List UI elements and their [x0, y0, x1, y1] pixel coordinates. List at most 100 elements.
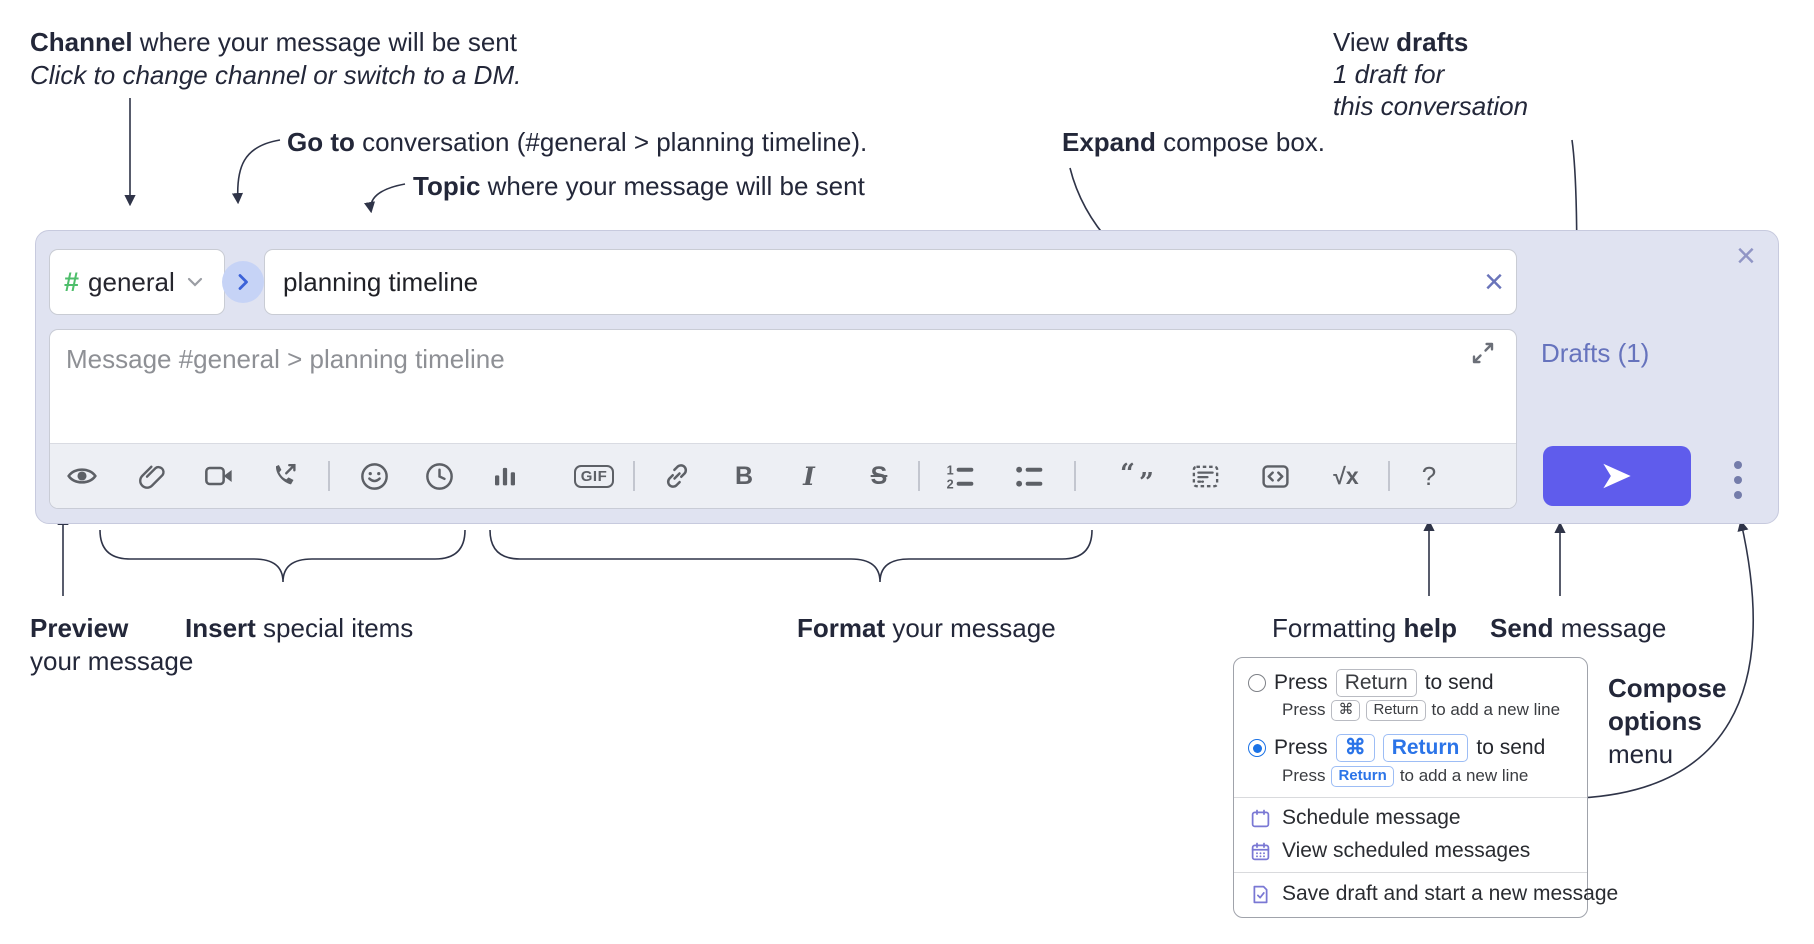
format-brace — [489, 529, 1093, 583]
send-paper-plane-icon — [1603, 463, 1631, 489]
clock-icon — [425, 462, 453, 490]
toolbar-divider — [918, 461, 920, 491]
chevron-right-icon — [238, 274, 248, 290]
channel-name: general — [88, 266, 175, 297]
svg-text:2: 2 — [947, 478, 954, 492]
view-scheduled-messages-item[interactable]: View scheduled messages — [1250, 839, 1530, 863]
bold-button[interactable]: B — [726, 458, 762, 494]
drafts-link[interactable]: Drafts (1) — [1541, 338, 1650, 368]
compose-options-popup: Press Return to send Press ⌘ Return to a… — [1233, 657, 1618, 918]
message-formatting-help-button[interactable]: ? — [1411, 458, 1447, 494]
preview-message-button[interactable] — [64, 458, 100, 494]
message-input[interactable] — [64, 342, 1448, 436]
ellipsis-dot — [1734, 461, 1742, 469]
paperclip-icon — [139, 465, 165, 489]
enter-sends-option-subtext: Press ⌘ Return to add a new line — [1282, 700, 1561, 721]
compose-options-annotation: Compose options menu — [1608, 673, 1727, 769]
radio-selected-icon[interactable] — [1248, 739, 1266, 758]
ellipsis-dot — [1734, 476, 1742, 484]
message-panel: GIF B I S — [49, 329, 1517, 509]
start-audio-call-button[interactable] — [266, 458, 302, 494]
quote-button[interactable]: “ ” — [1119, 458, 1155, 498]
svg-text:1: 1 — [947, 464, 954, 478]
strikethrough-icon: S — [870, 461, 888, 490]
radio-unselected-icon[interactable] — [1248, 674, 1266, 693]
math-button[interactable]: √x — [1326, 458, 1366, 494]
question-mark-icon: ? — [1421, 460, 1437, 491]
italic-button[interactable]: I — [791, 458, 827, 494]
code-button[interactable] — [1257, 458, 1293, 494]
topic-annotation-arrow — [364, 183, 406, 214]
calendar-grid-icon — [1251, 842, 1270, 860]
spoiler-button[interactable] — [1187, 458, 1223, 494]
bulleted-list-icon — [1016, 466, 1043, 487]
return-key: Return — [1331, 766, 1394, 787]
close-compose-icon[interactable]: × — [1736, 237, 1756, 275]
go-to-conversation-button[interactable] — [222, 261, 264, 303]
channel-selector[interactable]: # general — [49, 249, 225, 315]
numbered-list-icon: 1 2 — [947, 464, 974, 492]
send-annotation: Send message — [1490, 613, 1667, 643]
expand-annotation: Expand compose box. — [1062, 127, 1326, 157]
link-button[interactable] — [659, 458, 695, 494]
add-global-time-button[interactable] — [421, 458, 457, 494]
strikethrough-button[interactable]: S — [861, 458, 897, 494]
phone-outgoing-icon — [275, 463, 296, 485]
toolbar-divider — [1074, 461, 1076, 491]
bulleted-list-button[interactable] — [1011, 458, 1047, 494]
spoiler-icon — [1192, 465, 1218, 487]
go-to-annotation: Go to conversation (#general > planning … — [287, 127, 868, 157]
cmd-key: ⌘ — [1335, 734, 1375, 763]
channel-hash-icon: # — [64, 266, 80, 297]
insert-brace — [99, 529, 466, 583]
topic-input[interactable] — [281, 265, 1444, 299]
draft-check-icon — [1253, 885, 1268, 903]
ellipsis-dot — [1734, 491, 1742, 499]
popup-divider — [1234, 872, 1587, 873]
bold-icon: B — [734, 461, 754, 490]
topic-annotation: Topic where your message will be sent — [413, 171, 865, 201]
go-to-annotation-arrow — [231, 139, 281, 205]
chevron-down-icon — [187, 277, 202, 287]
start-video-call-button[interactable] — [201, 458, 237, 494]
smiley-icon — [360, 462, 388, 490]
enter-sends-option[interactable]: Press Return to send — [1248, 669, 1577, 698]
cmd-enter-sends-option-subtext: Press Return to add a new line — [1282, 766, 1529, 787]
cmd-enter-sends-option[interactable]: Press ⌘ Return to send — [1248, 734, 1577, 763]
compose-options-menu-button[interactable] — [1734, 461, 1742, 506]
save-draft-item[interactable]: Save draft and start a new message — [1250, 882, 1618, 906]
video-camera-icon — [205, 466, 232, 486]
cmd-key: ⌘ — [1331, 700, 1361, 721]
schedule-message-item[interactable]: Schedule message — [1250, 806, 1461, 830]
send-button[interactable] — [1543, 446, 1691, 506]
topic-input-wrapper: × — [264, 249, 1517, 315]
return-key: Return — [1382, 734, 1469, 763]
toolbar-divider — [633, 461, 635, 491]
preview-annotation: Preview your message — [30, 613, 194, 676]
channel-annotation: Channel where your message will be sent … — [30, 27, 522, 90]
return-key: Return — [1366, 700, 1426, 721]
clear-topic-icon[interactable]: × — [1484, 263, 1504, 301]
numbered-list-button[interactable]: 1 2 — [942, 458, 978, 494]
eye-icon — [67, 468, 97, 484]
view-drafts-annotation: View drafts 1 draft for this conversatio… — [1333, 27, 1529, 121]
math-icon: √x — [1333, 462, 1359, 489]
add-gif-button[interactable]: GIF — [568, 458, 620, 494]
compose-box: # general × × — [35, 230, 1779, 524]
return-key: Return — [1335, 669, 1417, 698]
gif-icon: GIF — [573, 464, 615, 488]
add-emoji-button[interactable] — [356, 458, 392, 494]
formatting-help-annotation: Formatting help — [1272, 613, 1457, 643]
bar-chart-icon — [495, 467, 515, 486]
attach-file-button[interactable] — [134, 458, 170, 494]
insert-annotation: Insert special items — [185, 613, 414, 643]
quote-icon: “ ” — [1120, 459, 1154, 498]
popup-divider — [1234, 797, 1587, 798]
add-poll-button[interactable] — [487, 458, 523, 494]
calendar-icon — [1251, 809, 1270, 827]
italic-icon: I — [803, 461, 815, 491]
expand-compose-icon[interactable] — [1470, 340, 1496, 366]
toolbar-divider — [1388, 461, 1390, 491]
code-icon — [1261, 464, 1289, 488]
